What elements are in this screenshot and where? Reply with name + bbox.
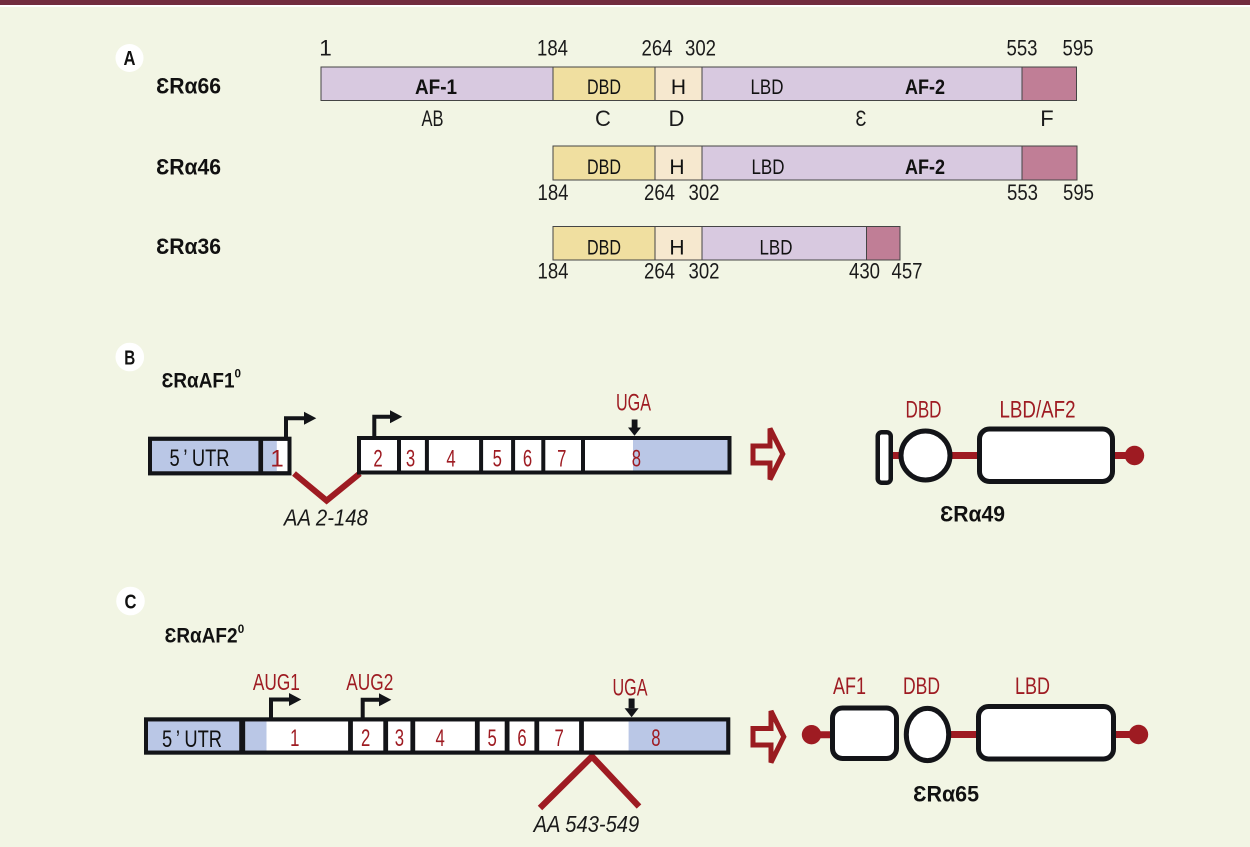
svg-text:264: 264	[644, 259, 675, 284]
svg-text:1: 1	[290, 725, 299, 752]
svg-text:AB: AB	[422, 106, 444, 131]
svg-text:302: 302	[689, 180, 720, 205]
svg-text:ƐRα36: ƐRα36	[156, 234, 221, 259]
svg-text:Ɛ: Ɛ	[856, 106, 867, 131]
svg-text:B: B	[124, 348, 135, 370]
svg-text:DBD: DBD	[587, 76, 621, 99]
svg-text:5: 5	[493, 446, 502, 473]
svg-text:LBD: LBD	[760, 237, 793, 260]
svg-text:AF-2: AF-2	[905, 76, 945, 99]
svg-text:553: 553	[1007, 180, 1038, 205]
svg-text:ƐRα49: ƐRα49	[940, 502, 1005, 527]
svg-text:0: 0	[235, 369, 242, 381]
svg-text:ƐRαAF2: ƐRαAF2	[165, 625, 238, 648]
svg-text:184: 184	[538, 180, 569, 205]
svg-text:1: 1	[319, 36, 332, 61]
svg-text:AA 2-148: AA 2-148	[282, 505, 368, 531]
svg-text:3: 3	[406, 446, 415, 473]
svg-text:302: 302	[689, 259, 720, 284]
svg-text:DBD: DBD	[587, 237, 621, 260]
svg-text:553: 553	[1007, 36, 1038, 61]
svg-text:H: H	[671, 76, 686, 99]
svg-text:7: 7	[555, 725, 564, 752]
svg-text:8: 8	[632, 446, 641, 473]
svg-text:0: 0	[238, 624, 245, 636]
svg-text:H: H	[669, 156, 684, 179]
svg-text:LBD/AF2: LBD/AF2	[1000, 396, 1076, 423]
svg-text:2: 2	[361, 725, 370, 752]
svg-text:UGA: UGA	[613, 675, 648, 702]
svg-text:ƐRα66: ƐRα66	[156, 74, 221, 99]
svg-text:184: 184	[538, 259, 569, 284]
svg-text:AA 543-549: AA 543-549	[532, 811, 640, 837]
svg-text:C: C	[595, 106, 611, 131]
svg-text:ƐRα46: ƐRα46	[156, 155, 221, 180]
svg-text:AF-2: AF-2	[905, 156, 945, 179]
svg-text:ƐRα65: ƐRα65	[913, 782, 979, 807]
svg-text:5 ’ UTR: 5 ’ UTR	[162, 726, 222, 753]
svg-text:430: 430	[849, 259, 880, 284]
svg-text:5: 5	[488, 725, 497, 752]
svg-text:8: 8	[651, 725, 660, 752]
svg-text:4: 4	[446, 446, 455, 473]
svg-text:F: F	[1040, 106, 1053, 131]
svg-text:5 ’ UTR: 5 ’ UTR	[170, 445, 230, 472]
svg-text:457: 457	[892, 259, 923, 284]
svg-text:6: 6	[517, 725, 526, 752]
svg-text:H: H	[669, 237, 684, 260]
svg-text:3: 3	[395, 725, 404, 752]
svg-text:DBD: DBD	[903, 673, 940, 700]
svg-text:264: 264	[642, 36, 673, 61]
svg-text:2: 2	[373, 446, 382, 473]
svg-text:184: 184	[537, 36, 568, 61]
svg-text:LBD: LBD	[1015, 673, 1050, 700]
svg-text:LBD: LBD	[752, 156, 785, 179]
svg-text:A: A	[124, 48, 136, 70]
svg-text:264: 264	[644, 180, 675, 205]
svg-text:D: D	[669, 106, 685, 131]
svg-text:AF1: AF1	[833, 673, 866, 700]
svg-text:6: 6	[523, 446, 532, 473]
svg-text:UGA: UGA	[616, 390, 651, 417]
svg-text:DBD: DBD	[906, 396, 942, 423]
svg-text:4: 4	[435, 725, 444, 752]
svg-text:DBD: DBD	[587, 156, 621, 179]
svg-text:AUG1: AUG1	[253, 669, 300, 695]
svg-text:AUG2: AUG2	[346, 669, 393, 695]
svg-text:595: 595	[1063, 180, 1094, 205]
svg-text:AF-1: AF-1	[415, 76, 457, 99]
svg-text:7: 7	[557, 446, 566, 473]
svg-text:C: C	[125, 592, 137, 614]
svg-text:302: 302	[685, 36, 716, 61]
svg-text:595: 595	[1063, 36, 1094, 61]
svg-text:1: 1	[270, 446, 283, 473]
svg-text:ƐRαAF1: ƐRαAF1	[162, 370, 235, 393]
svg-text:LBD: LBD	[751, 76, 784, 99]
